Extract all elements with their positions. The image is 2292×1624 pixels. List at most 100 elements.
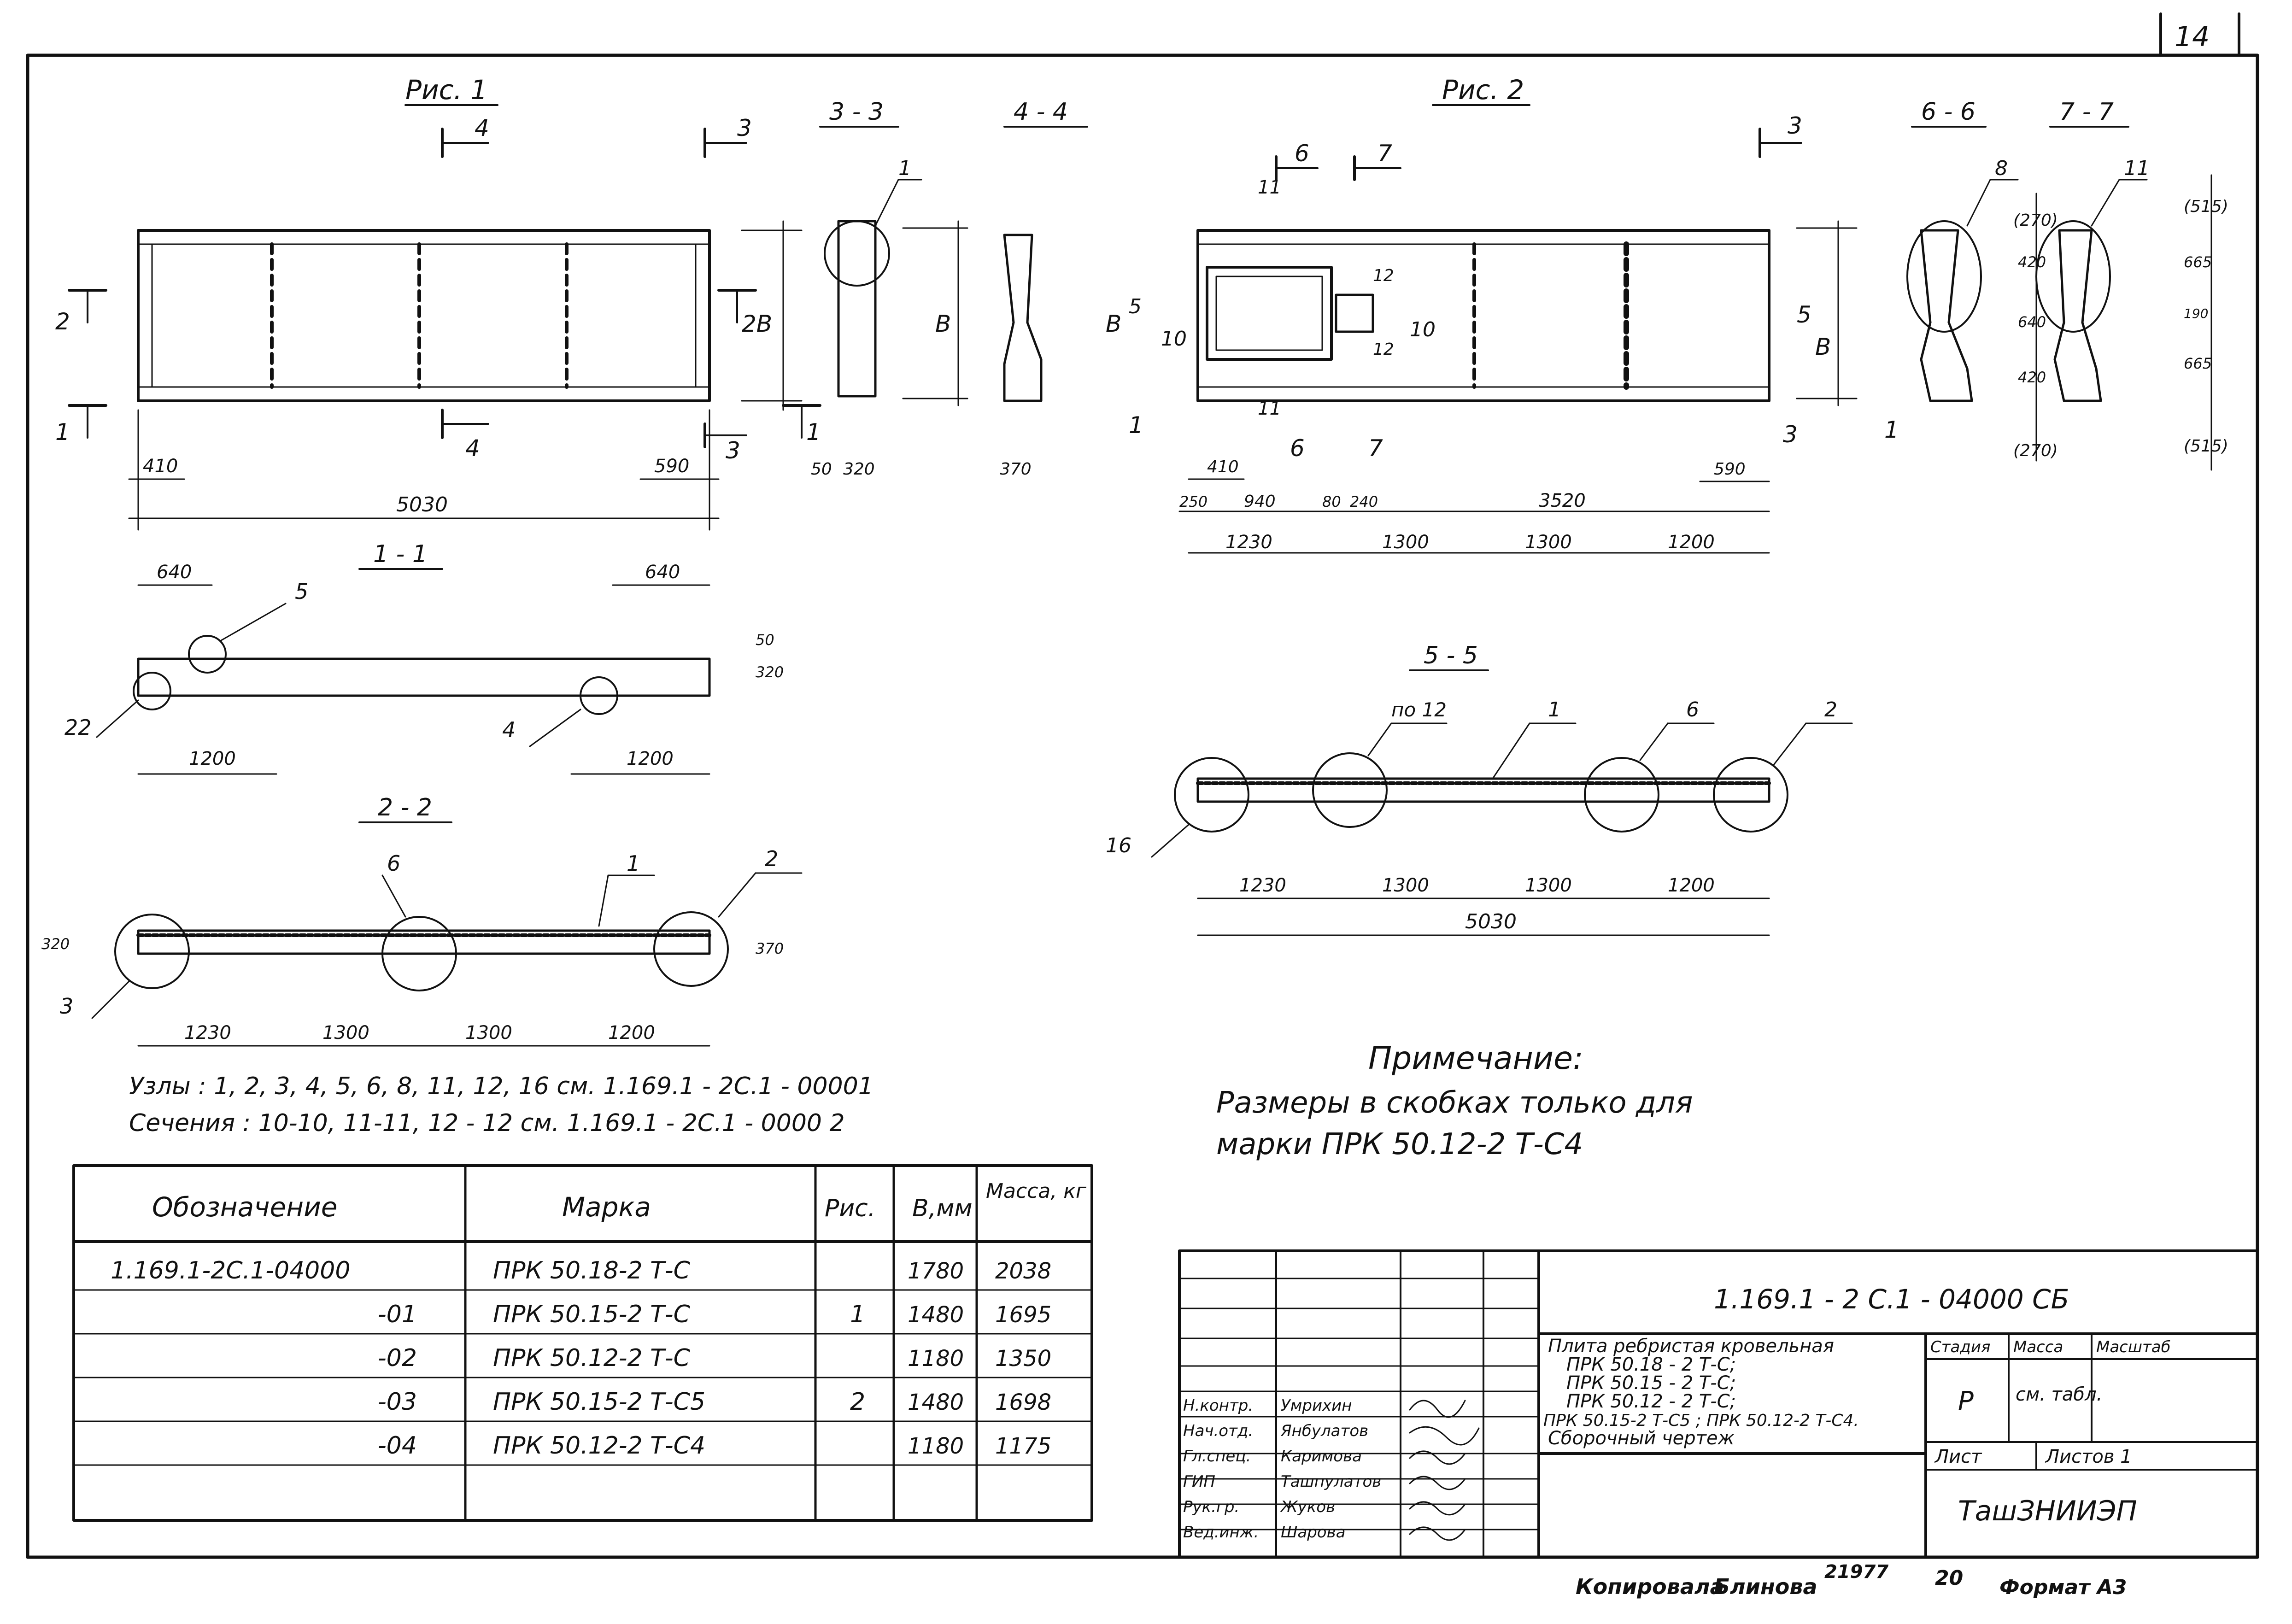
svg-text:по 12: по 12: [1391, 698, 1447, 721]
svg-text:3: 3: [1783, 421, 1798, 448]
sec22-title: 2 - 2: [378, 794, 432, 821]
sheet-frame: 14: [26, 12, 2259, 1559]
svg-text:50: 50: [811, 460, 832, 479]
sheet-number: 14: [2175, 21, 2210, 53]
svg-text:-03: -03: [378, 1388, 417, 1416]
section-5-5: 5 - 5 по 12 1 6 2 16 1230 1300 1300 1200…: [1106, 642, 1853, 936]
svg-text:В: В: [935, 311, 951, 337]
svg-text:Вед.инж.: Вед.инж.: [1183, 1523, 1259, 1542]
svg-text:2: 2: [55, 308, 70, 335]
svg-text:50: 50: [756, 631, 774, 649]
svg-text:Листов 1: Листов 1: [2045, 1446, 2132, 1467]
fig1-plan: [137, 229, 711, 402]
svg-text:12: 12: [1373, 340, 1394, 359]
svg-text:1480: 1480: [908, 1389, 964, 1415]
svg-text:8: 8: [1995, 157, 2008, 180]
remark-line-1: Размеры в скобках только для: [1216, 1086, 1693, 1120]
svg-text:640: 640: [645, 562, 680, 583]
svg-text:Копировала: Копировала: [1576, 1574, 1724, 1599]
svg-text:ПРК 50.15-2 Т-С5 ; ПРК 50.12-2: ПРК 50.15-2 Т-С5 ; ПРК 50.12-2 Т-С4.: [1543, 1411, 1859, 1430]
svg-text:Янбулатов: Янбулатов: [1280, 1422, 1368, 1440]
svg-text:10: 10: [1410, 318, 1436, 341]
svg-text:420: 420: [2018, 253, 2046, 271]
svg-text:3520: 3520: [1539, 490, 1586, 511]
svg-text:В,мм: В,мм: [912, 1195, 973, 1222]
svg-text:-04: -04: [378, 1432, 417, 1460]
sec11-title: 1 - 1: [373, 540, 428, 568]
svg-text:2В: 2В: [742, 311, 772, 337]
svg-text:1300: 1300: [1382, 875, 1429, 896]
svg-text:Ташпулатов: Ташпулатов: [1281, 1472, 1381, 1491]
org-name: ТашЗНИИЭП: [1958, 1495, 2137, 1527]
svg-text:590: 590: [1714, 460, 1746, 479]
svg-text:1: 1: [850, 1301, 865, 1328]
svg-text:11: 11: [1258, 398, 1281, 419]
svg-text:2: 2: [1824, 698, 1837, 721]
svg-text:1300: 1300: [322, 1022, 369, 1044]
section-6-6: 6 - 6 8: [1906, 98, 2019, 402]
svg-text:22: 22: [64, 715, 92, 740]
svg-text:Жуков: Жуков: [1280, 1498, 1335, 1516]
svg-text:В: В: [1106, 311, 1121, 337]
section-4-4: 4 - 4 370: [1000, 98, 1088, 479]
fig1: Рис. 1 4 3 4 3 2 1 2В 1 5030: [55, 74, 821, 531]
notes: Узлы : 1, 2, 3, 4, 5, 6, 8, 11, 12, 16 с…: [129, 1040, 1693, 1161]
svg-text:1200: 1200: [1668, 532, 1715, 553]
svg-text:1695: 1695: [995, 1302, 1051, 1328]
svg-text:1698: 1698: [995, 1389, 1051, 1415]
svg-text:2: 2: [850, 1388, 865, 1416]
svg-text:1: 1: [1129, 412, 1143, 439]
sec55-title: 5 - 5: [1424, 642, 1478, 669]
svg-text:320: 320: [41, 935, 70, 953]
svg-text:4: 4: [465, 435, 480, 462]
svg-text:665: 665: [2184, 253, 2212, 271]
svg-text:Каримова: Каримова: [1281, 1447, 1362, 1466]
svg-text:Масса, кг: Масса, кг: [986, 1179, 1087, 1203]
svg-text:(270): (270): [2013, 211, 2058, 230]
svg-text:640: 640: [2018, 313, 2046, 331]
svg-text:190: 190: [2184, 306, 2208, 321]
svg-text:Обозначение: Обозначение: [152, 1191, 337, 1223]
svg-text:3: 3: [726, 437, 740, 464]
signatures: [1409, 1400, 1480, 1541]
svg-text:1200: 1200: [608, 1022, 655, 1044]
sec44-title: 4 - 4: [1014, 98, 1068, 126]
svg-text:Марка: Марка: [562, 1191, 651, 1223]
svg-text:1200: 1200: [1668, 875, 1715, 896]
svg-text:1200: 1200: [627, 748, 674, 769]
svg-text:(515): (515): [2184, 197, 2228, 216]
svg-text:640: 640: [157, 562, 192, 583]
svg-text:11: 11: [1258, 177, 1281, 198]
svg-text:6: 6: [1686, 698, 1699, 721]
svg-text:590: 590: [654, 456, 689, 477]
svg-text:1: 1: [806, 419, 821, 446]
svg-text:Р: Р: [1958, 1386, 1974, 1416]
svg-text:1480: 1480: [908, 1302, 964, 1328]
svg-text:Рис.: Рис.: [825, 1195, 875, 1222]
sec77-title: 7 - 7: [2059, 98, 2114, 126]
svg-text:-02: -02: [378, 1344, 417, 1372]
svg-text:2038: 2038: [995, 1258, 1051, 1284]
title-block: 1.169.1 - 2 С.1 - 04000 СБ Плита ребрист…: [1178, 1249, 2259, 1559]
svg-text:1300: 1300: [465, 1022, 512, 1044]
svg-text:5: 5: [1797, 301, 1811, 328]
svg-text:ПРК 50.15-2 Т-С: ПРК 50.15-2 Т-С: [493, 1301, 691, 1328]
svg-text:1200: 1200: [189, 748, 236, 769]
footer: Копировала Блинова 21977 20 Формат А3: [1576, 1561, 2127, 1599]
svg-text:2: 2: [765, 846, 778, 871]
svg-text:(515): (515): [2184, 437, 2228, 456]
svg-text:10: 10: [1161, 327, 1187, 351]
svg-text:ПРК 50.15 - 2 Т-С;: ПРК 50.15 - 2 Т-С;: [1566, 1372, 1736, 1394]
svg-text:см. табл.: см. табл.: [2016, 1384, 2102, 1405]
svg-text:5: 5: [295, 579, 308, 604]
svg-text:1230: 1230: [184, 1022, 231, 1044]
svg-text:Масса: Масса: [2013, 1338, 2063, 1356]
svg-text:4: 4: [475, 115, 489, 141]
svg-text:6: 6: [387, 851, 400, 876]
section-7-7: 7 - 7 11 (270) 420 640 420 (270) (515) 6…: [2013, 98, 2228, 471]
svg-text:Умрихин: Умрихин: [1281, 1396, 1352, 1415]
svg-text:1350: 1350: [995, 1346, 1051, 1372]
svg-text:7: 7: [1368, 435, 1383, 462]
svg-text:1: 1: [1548, 698, 1561, 721]
